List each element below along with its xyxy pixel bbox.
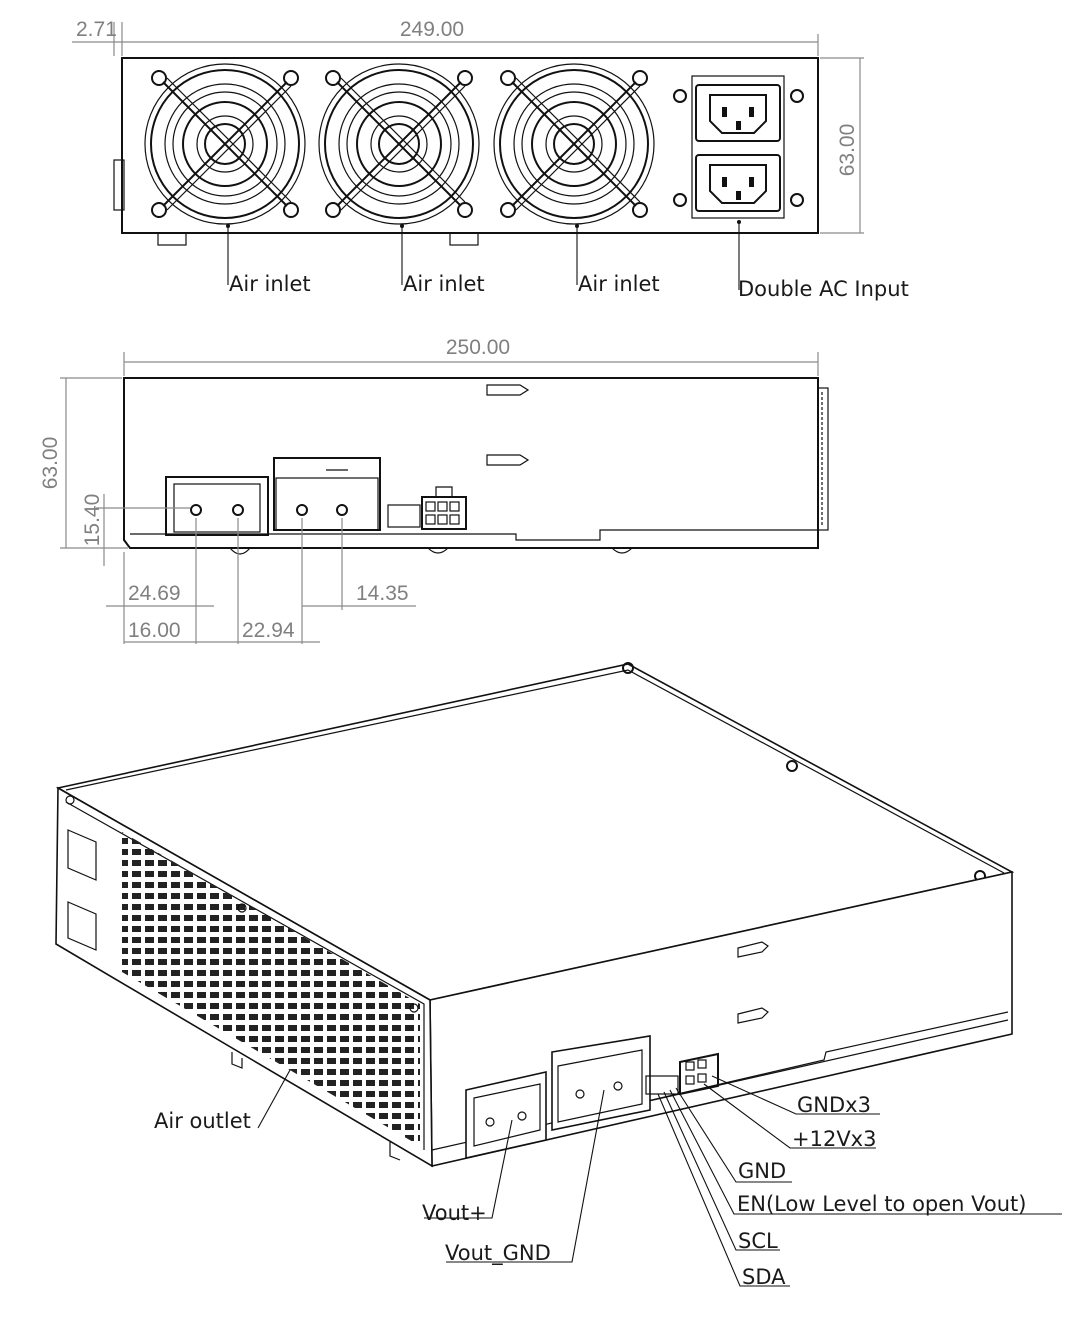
label-gnd-x3: GNDx3 [797,1093,871,1117]
slot-icon [737,1007,769,1024]
label-sda: SDA [742,1265,786,1289]
terminal-block [165,476,269,536]
dim-terminal-height: 15.40 [81,494,104,547]
dim-offset: 2.71 [76,18,117,41]
fan-icon [144,63,306,225]
ac-socket-icon [695,84,781,142]
slot-icon [486,384,530,396]
power-connector [679,1052,719,1096]
vout-gnd-terminal [551,1035,651,1131]
front-view: 2.71 249.00 63.00 Air inlet Air inlet Ai… [72,18,909,301]
side-enclosure-outline [123,377,819,549]
label-gnd: GND [738,1159,786,1183]
dim-d1: 24.69 [128,582,181,605]
label-scl: SCL [738,1229,778,1253]
dim-height: 63.00 [836,124,859,177]
label-vout-gnd: Vout_GND [445,1241,551,1266]
signal-connector [645,1075,679,1095]
ac-socket-icon [695,154,781,212]
dim-d3: 22.94 [242,619,295,642]
label-en: EN(Low Level to open Vout) [737,1192,1026,1216]
dim-width: 249.00 [400,18,464,41]
label-12v-x3: +12Vx3 [792,1127,876,1151]
slot-icon [737,941,769,958]
dim-side-height: 63.00 [39,437,62,490]
dim-d2: 16.00 [128,619,181,642]
label-air-inlet-1: Air inlet [229,272,311,296]
isometric-view: Air outlet Vout+ Vout_GND GNDx3 +12Vx3 G… [55,662,1062,1289]
side-view: 250.00 63.00 15.40 24.69 16.00 22.94 14.… [39,336,829,644]
signal-connector [387,504,421,528]
fan-icon [493,63,655,225]
slot-icon [486,454,530,466]
vout-terminal [465,1071,547,1159]
power-connector [421,496,467,530]
air-vent-grille [122,832,420,1146]
terminal-block [273,457,381,531]
label-air-inlet-3: Air inlet [578,272,660,296]
label-vout-pos: Vout+ [422,1201,487,1225]
dim-d4: 14.35 [356,582,409,605]
fan-icon [318,63,480,225]
label-air-inlet-2: Air inlet [403,272,485,296]
label-air-outlet: Air outlet [154,1109,251,1133]
dim-length: 250.00 [446,336,510,359]
label-double-ac-input: Double AC Input [738,277,909,301]
